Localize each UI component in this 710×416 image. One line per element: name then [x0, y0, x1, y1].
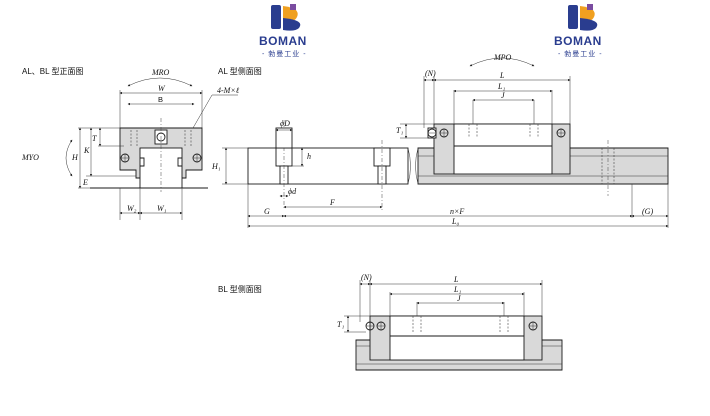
label-nf: n×F	[450, 207, 464, 216]
boman-logo: BOMAN - 勃曼工业 -	[554, 4, 603, 58]
label-j-bl: J	[457, 294, 461, 303]
label-mr: MRO	[151, 68, 170, 77]
label-f: F	[329, 198, 335, 207]
label-h-small: h	[307, 152, 311, 161]
label-phid-top: ϕD	[280, 119, 290, 128]
label-n-bl: (N)	[361, 273, 372, 282]
label-g-paren: (G)	[642, 207, 653, 216]
boman-logo-mark	[568, 4, 598, 31]
bl-side-view: BL 型侧面图 T₁ (N) L L₁ J	[218, 273, 563, 371]
brand-name: BOMAN	[259, 34, 307, 48]
label-l-bl: L	[453, 275, 459, 284]
label-j: J	[501, 91, 505, 100]
label-h1: H₁	[211, 162, 221, 171]
label-phid-bottom: ϕd	[288, 187, 297, 196]
label-l1: L₁	[497, 82, 505, 91]
label-w: W	[158, 84, 166, 93]
label-k: K	[83, 146, 90, 155]
label-g: G	[264, 207, 270, 216]
moment-arrow-mp	[469, 57, 535, 67]
label-l1-bl: L₁	[453, 285, 461, 294]
label-t1-bl: T₁	[337, 320, 344, 329]
al-side-title: AL 型侧面图	[218, 66, 262, 76]
bl-side-title: BL 型侧面图	[218, 284, 262, 294]
label-w2: W₂	[127, 204, 137, 213]
label-my: MYO	[21, 153, 39, 162]
label-l0: L₀	[451, 217, 459, 226]
label-mp: MPO	[493, 53, 512, 62]
front-view: AL、BL 型正面图 MRO W B 4-M×ℓ	[21, 67, 240, 220]
label-t: T	[92, 134, 97, 143]
label-e: E	[82, 178, 88, 187]
boman-logo: BOMAN - 勃曼工业 -	[259, 4, 307, 58]
label-h: H	[71, 153, 79, 162]
moment-arrow-my	[65, 139, 73, 177]
brand-subtitle: - 勃曼工业 -	[558, 49, 603, 58]
label-w1: W₁	[157, 204, 167, 213]
label-n: (N)	[425, 69, 436, 78]
moment-arrow-mr	[127, 77, 193, 87]
label-t1: T₁	[396, 126, 403, 135]
brand-subtitle: - 勃曼工业 -	[262, 49, 307, 58]
al-side-view: AL 型侧面图 ϕD h H₁ ϕd	[211, 53, 669, 228]
boman-logo-mark	[271, 4, 301, 31]
brand-name: BOMAN	[554, 34, 602, 48]
front-view-title: AL、BL 型正面图	[22, 67, 84, 76]
label-l: L	[499, 71, 505, 80]
label-b: B	[158, 95, 163, 104]
label-mounting-holes: 4-M×ℓ	[217, 86, 240, 95]
